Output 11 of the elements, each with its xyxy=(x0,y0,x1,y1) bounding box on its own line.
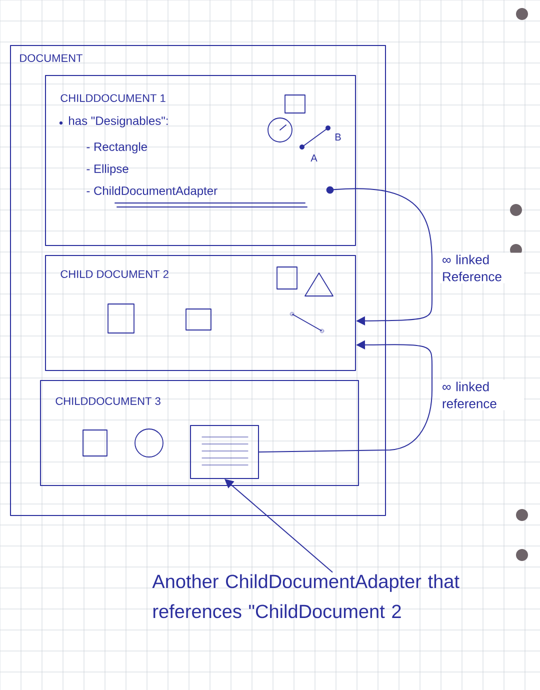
connector-dot xyxy=(326,186,334,194)
arrow xyxy=(333,188,432,326)
annotation-text: Another ChildDocumentAdapter that references "ChildDocument 2 xyxy=(152,574,460,618)
point-label: A xyxy=(310,154,318,162)
edge-label: ∞ linked Reference xyxy=(440,252,524,284)
edge-label: ∞ linked reference xyxy=(440,380,524,410)
child-document-box: CHILDDOCUMENT 3 xyxy=(40,380,359,486)
point-label: B xyxy=(335,134,341,140)
document-icon xyxy=(190,425,259,479)
leader-line xyxy=(224,479,333,572)
child-document-box: CHILD DOCUMENT 2 xyxy=(45,255,356,371)
